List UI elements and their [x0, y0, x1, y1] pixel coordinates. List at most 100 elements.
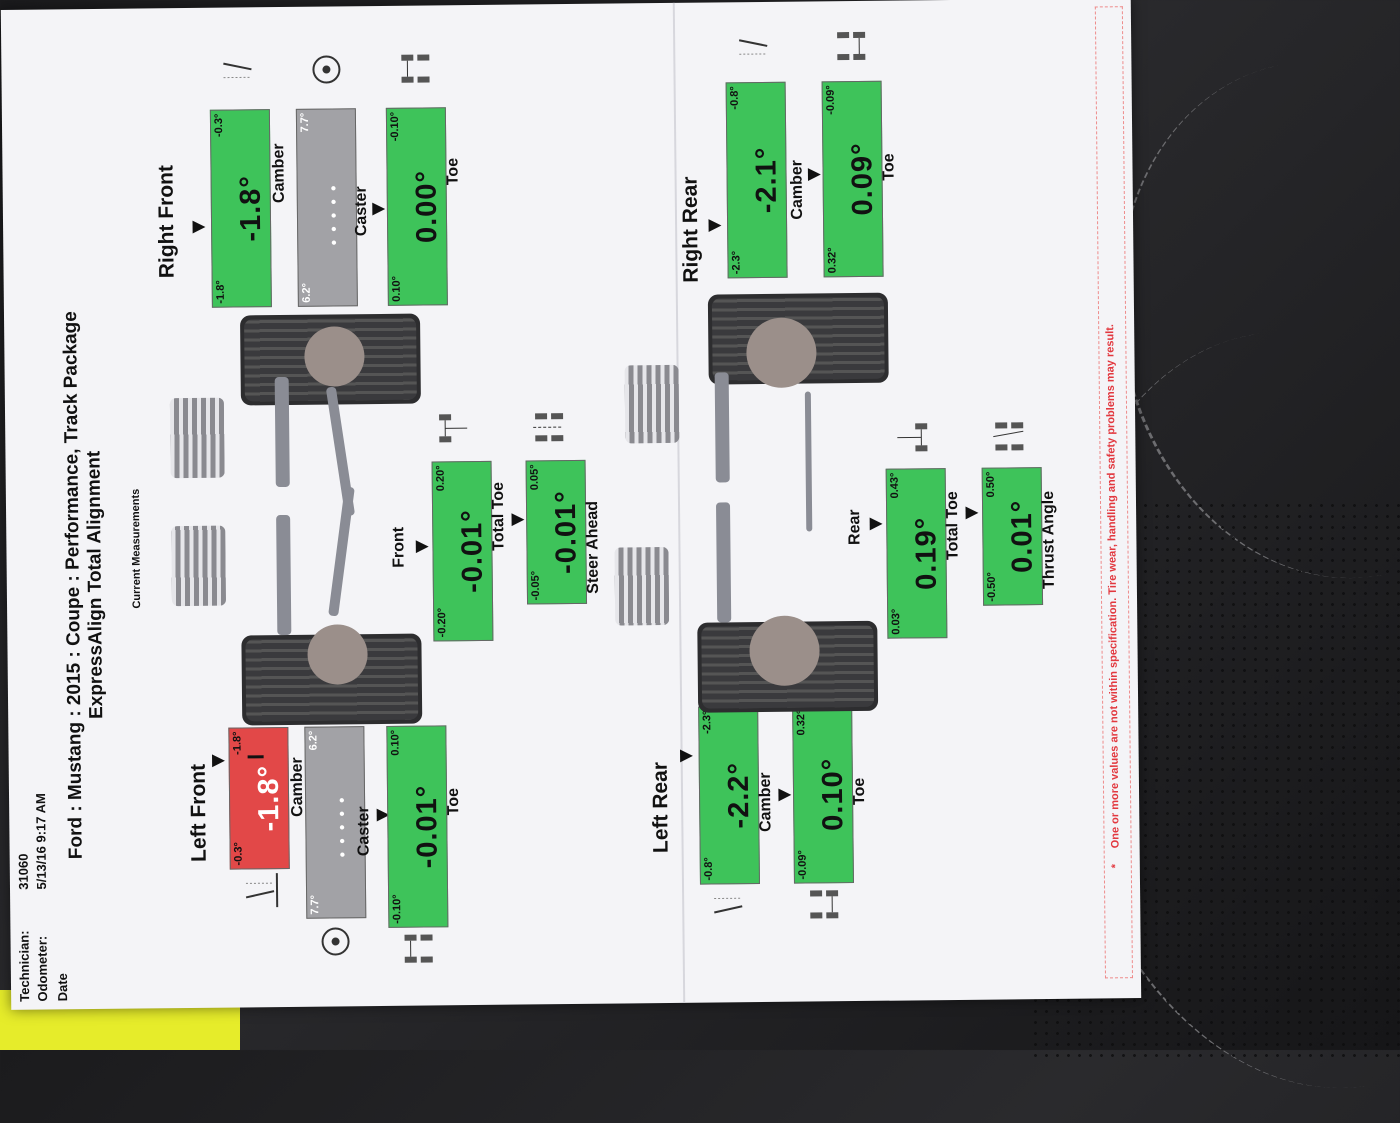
right-front-camber-label: Camber: [270, 143, 289, 203]
gauge-max: -2.3°: [701, 711, 713, 734]
gauge-min: -0.10°: [391, 894, 403, 924]
left-front-camber-gauge: -0.3° -1.8° -1.8°: [228, 727, 289, 870]
gauge-value: 0.10°: [816, 706, 851, 882]
gauge-max: 6.2°: [307, 731, 319, 751]
right-rear-title: Right Rear: [679, 176, 704, 282]
gauge-min: -0.20°: [436, 608, 448, 638]
alignment-report-paper: Technician: 31060 Odometer: 5/13/16 9:17…: [1, 0, 1141, 1010]
total-toe-icon: [895, 420, 929, 454]
front-steer-ahead-gauge: -0.05° 0.05° -0.01°: [526, 460, 588, 605]
left-front-hub: [307, 624, 368, 685]
gauge-value: 0.09°: [846, 82, 881, 276]
steer-ahead-arrow-icon: ▼: [506, 509, 528, 531]
thrust-angle-arrow-icon: ▼: [960, 502, 982, 524]
right-front-control-arm: [326, 386, 355, 516]
steer-ahead-icon: [531, 410, 565, 444]
total-toe-icon: [435, 411, 469, 445]
gauge-value: -2.1°: [750, 83, 785, 277]
gauge-value: -1.8°: [234, 110, 269, 306]
right-rear-hub: [746, 317, 817, 388]
gauge-value: -1.8°: [252, 728, 286, 868]
left-rear-toe-arrow-icon: ▼: [773, 784, 795, 806]
thrust-angle-icon: [991, 419, 1025, 453]
date-label: Date: [55, 973, 70, 1001]
right-front-toe-arrow-icon: ▼: [367, 198, 389, 220]
gauge-min: -0.09°: [797, 850, 809, 880]
left-front-arrow-icon: ▼: [207, 750, 229, 772]
left-rear-toe-label: Toe: [851, 778, 869, 805]
right-rear-camber-gauge: -2.3° -0.8° -2.1°: [726, 82, 788, 279]
gauge-value: 0.00°: [410, 108, 445, 304]
gauge-min: 0.32°: [826, 247, 838, 273]
right-rear-spring: [625, 365, 680, 444]
gauge-max: -0.09°: [825, 85, 837, 115]
gauge-max: 0.10°: [389, 730, 401, 756]
gauge-min: -2.3°: [730, 251, 742, 274]
service-title: ExpressAlign Total Alignment: [83, 451, 108, 719]
left-rear-spring: [614, 547, 669, 626]
gauge-max: 7.7°: [299, 113, 311, 133]
rear-arrow-icon: ▼: [864, 513, 886, 535]
right-front-title: Right Front: [154, 165, 179, 278]
vehicle-title: Ford : Mustang : 2015 : Coupe : Performa…: [60, 311, 88, 859]
gauge-max: 0.05°: [529, 464, 541, 490]
gauge-dots: •••••: [334, 789, 353, 857]
right-front-toe-gauge: 0.10° -0.10° 0.00°: [386, 107, 448, 306]
caster-icon: [318, 924, 352, 958]
right-front-arrow-icon: ▼: [187, 216, 209, 238]
right-front-camber-gauge: -1.8° -0.3° -1.8°: [210, 109, 272, 308]
gauge-max: -0.3°: [213, 114, 225, 137]
gauge-max: 0.50°: [985, 472, 997, 498]
camber-icon: [710, 888, 744, 922]
toe-icon: [833, 29, 867, 63]
gauge-min: -1.8°: [215, 280, 227, 303]
odometer-label: Odometer:: [34, 936, 50, 1002]
gauge-min: 0.03°: [890, 609, 902, 635]
right-front-arm: [275, 377, 290, 487]
gauge-min: 0.10°: [391, 276, 403, 302]
gauge-min: 7.7°: [309, 895, 321, 915]
rear-total-toe-gauge: 0.03° 0.43° 0.19°: [886, 468, 948, 639]
technician-value: 31060: [16, 854, 31, 890]
toe-icon: [806, 887, 840, 921]
gauge-value: 0.19°: [910, 469, 945, 637]
gauge-value: -0.01°: [550, 461, 584, 603]
technician-label: Technician:: [16, 930, 32, 1001]
left-front-toe-gauge: -0.10° 0.10° -0.01°: [386, 725, 448, 928]
right-front-spring: [170, 398, 225, 479]
warning-star: *: [1110, 864, 1122, 868]
left-front-arm: [276, 515, 291, 635]
right-front-hub: [304, 326, 365, 387]
right-front-caster-gauge: 6.2° 7.7° •••••: [296, 108, 358, 307]
front-arrow-icon: ▼: [410, 536, 432, 558]
camber-icon: [219, 53, 253, 87]
gauge-min: -0.8°: [703, 857, 715, 880]
gauge-value: -0.01°: [410, 726, 445, 926]
front-title: Front: [390, 527, 408, 568]
camber-icon: [735, 30, 769, 64]
gauge-value: -0.01°: [456, 462, 491, 640]
left-rear-title: Left Rear: [649, 762, 674, 853]
left-rear-arrow-icon: ▼: [675, 745, 697, 767]
thrust-angle-label: Thrust Angle: [1040, 491, 1059, 589]
right-rear-toe-arrow-icon: ▼: [802, 164, 824, 186]
steer-ahead-label: Steer Ahead: [584, 501, 603, 594]
right-front-toe-label: Toe: [444, 158, 462, 185]
report-sheet: Technician: 31060 Odometer: 5/13/16 9:17…: [1, 0, 1141, 1010]
gauge-min: -0.3°: [233, 842, 245, 865]
left-rear-hub: [749, 615, 820, 686]
right-rear-arm: [715, 372, 730, 482]
gauge-max: -0.8°: [729, 86, 741, 109]
left-front-spring: [171, 526, 226, 607]
gauge-max: 0.32°: [795, 710, 807, 736]
left-front-toe-label: Toe: [445, 788, 463, 815]
gauge-value: -2.2°: [722, 707, 757, 883]
gauge-dots: •••••: [326, 177, 345, 245]
gauge-value: 0.01°: [1006, 468, 1040, 604]
right-rear-toe-gauge: 0.32° -0.09° 0.09°: [822, 81, 884, 278]
gauge-max: 0.43°: [889, 473, 901, 499]
right-rear-arrow-icon: ▼: [703, 215, 725, 237]
odometer-value: 5/13/16 9:17 AM: [33, 793, 49, 890]
current-measurements-heading: Current Measurements: [130, 489, 143, 609]
toe-icon: [397, 51, 431, 85]
